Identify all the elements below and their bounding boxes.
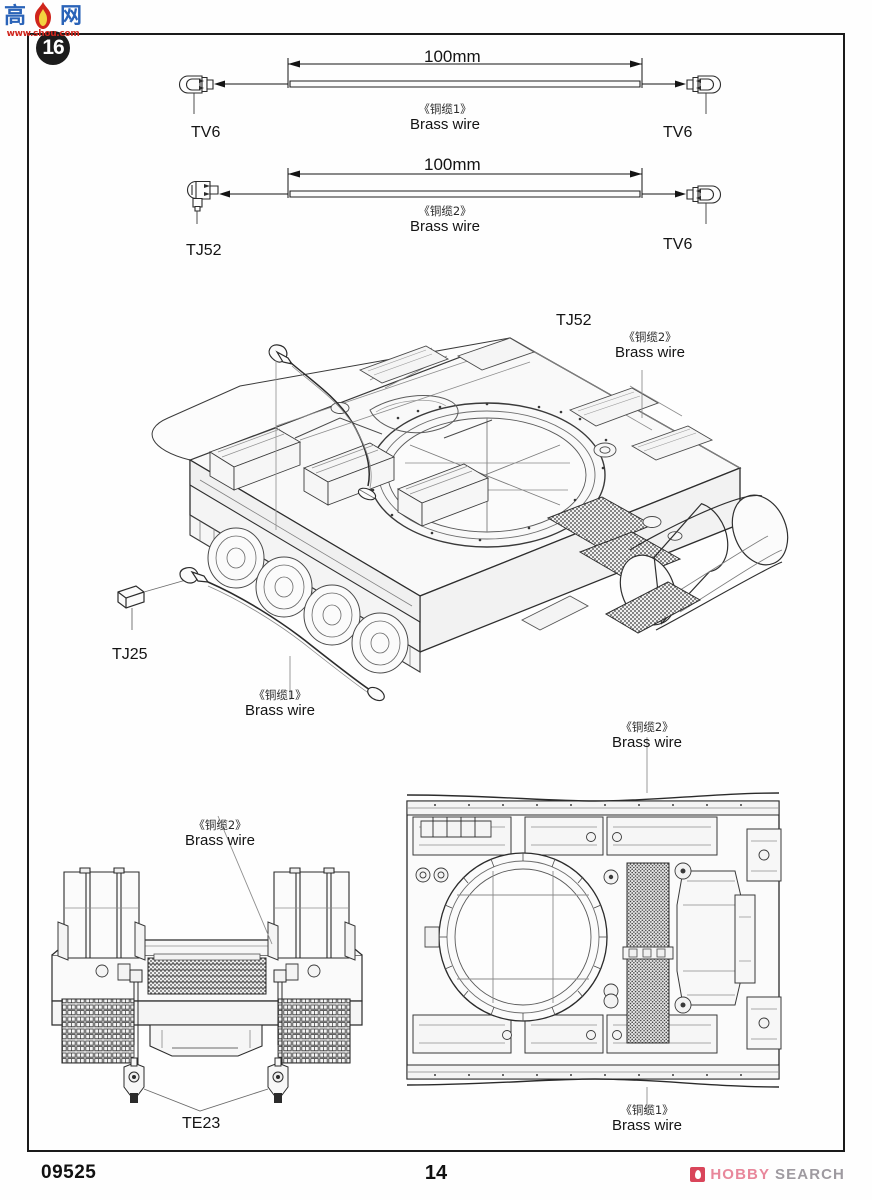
wire-1-material-cn: 《铜缆1》 — [418, 102, 472, 116]
main-wire-1-en: Brass wire — [244, 702, 315, 720]
topview-wire2-en: Brass wire — [611, 734, 682, 752]
main-wire-2-label: 《铜缆2》 Brass wire — [585, 330, 715, 363]
callout-te23-label: TE23 — [182, 1115, 221, 1132]
wire-1-material-en: Brass wire — [409, 116, 480, 134]
wire-1-dimension: 100mm — [424, 47, 481, 66]
gaoshou-char-left: 高 — [4, 4, 27, 29]
tank-rear-view — [22, 860, 392, 1070]
topview-wire1-en: Brass wire — [611, 1117, 682, 1135]
wire-2-material-label: 《铜缆2》 Brass wire — [360, 204, 530, 237]
rear-view-wire-label: 《铜缆2》 Brass wire — [155, 818, 285, 851]
gaoshou-cjk-text: 高 网 — [4, 2, 82, 32]
topview-wire2-cn: 《铜缆2》 — [620, 720, 674, 734]
top-view-wire-1-label: 《铜缆1》 Brass wire — [582, 1103, 712, 1136]
wire-2-left-part-label: TJ52 — [186, 242, 222, 259]
wire-diagram-2-art — [180, 158, 720, 218]
wire-2-material-cn: 《铜缆2》 — [418, 204, 472, 218]
callout-tj25-label: TJ25 — [112, 646, 148, 663]
rear-wire-cn: 《铜缆2》 — [193, 818, 247, 832]
page-number: 14 — [424, 1162, 448, 1184]
wire-1-left-part-label: TV6 — [191, 124, 221, 141]
wire-2-material-en: Brass wire — [409, 218, 480, 236]
gaoshou-char-right: 网 — [59, 4, 82, 29]
topview-wire1-cn: 《铜缆1》 — [620, 1103, 674, 1117]
main-wire-2-cn: 《铜缆2》 — [623, 330, 677, 344]
main-wire-2-en: Brass wire — [614, 344, 685, 362]
kit-number: 09525 — [41, 1162, 97, 1183]
main-wire-1-cn: 《铜缆1》 — [253, 688, 307, 702]
wire-2-dimension: 100mm — [424, 155, 481, 174]
flame-icon — [35, 2, 51, 29]
wire-diagram-1-art — [180, 48, 720, 108]
wire-1-right-part-label: TV6 — [663, 124, 693, 141]
tank-top-view — [395, 785, 815, 1095]
step-number-badge: 16 — [36, 31, 70, 65]
wire-1-material-label: 《铜缆1》 Brass wire — [360, 102, 530, 135]
page-footer: 09525 14 HOBBY SEARCH — [27, 1154, 845, 1194]
top-view-wire-2-label: 《铜缆2》 Brass wire — [582, 720, 712, 753]
callout-tj52-label: TJ52 — [556, 312, 592, 329]
tank-isometric-view — [40, 300, 830, 720]
page-border-frame — [27, 33, 845, 1152]
main-wire-1-label: 《铜缆1》 Brass wire — [215, 688, 345, 721]
wire-2-right-part-label: TV6 — [663, 236, 693, 253]
rear-wire-en: Brass wire — [184, 832, 255, 850]
te23-callout-art — [100, 1055, 360, 1145]
